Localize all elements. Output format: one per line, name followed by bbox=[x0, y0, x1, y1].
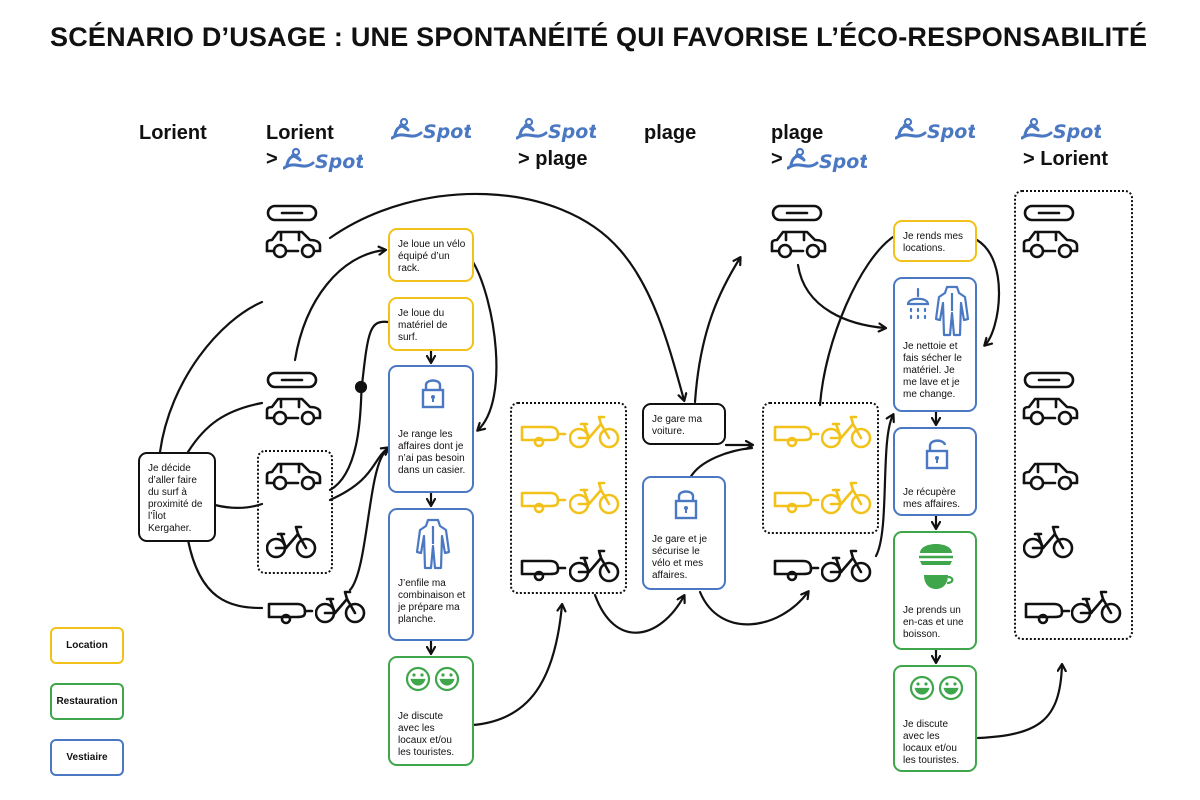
step-text: Je gare et je sécurise le vélo et mes af… bbox=[652, 534, 708, 581]
spot-logo: Spot bbox=[391, 117, 471, 143]
svg-text:Spot: Spot bbox=[927, 121, 975, 143]
svg-text:Spot: Spot bbox=[1053, 121, 1101, 143]
roof-rack-icon bbox=[266, 204, 318, 222]
bike-icon bbox=[569, 549, 620, 583]
step-rent-bike: Je loue un vélo équipé d’un rack. bbox=[388, 228, 474, 282]
step-text: J’enfile ma combinaison et je prépare ma… bbox=[398, 578, 466, 625]
svg-text:Spot: Spot bbox=[423, 121, 471, 143]
lock-icon bbox=[674, 490, 698, 520]
step-retrieve-belongings: Je récupère mes affaires. bbox=[893, 427, 977, 516]
bike-icon bbox=[821, 481, 872, 515]
spot-logo: Spot bbox=[283, 147, 363, 173]
step-park-bike: Je gare et je sécurise le vélo et mes af… bbox=[642, 476, 726, 590]
spot-logo: Spot bbox=[1021, 117, 1101, 143]
car-icon bbox=[1022, 230, 1079, 259]
spot-logo: Spot bbox=[516, 117, 596, 143]
wetsuit-icon bbox=[935, 285, 969, 337]
bike-icon bbox=[315, 590, 366, 624]
trailer-icon bbox=[773, 425, 820, 448]
roof-rack-icon bbox=[1023, 204, 1075, 222]
step-wetsuit: J’enfile ma combinaison et je prépare ma… bbox=[388, 508, 474, 641]
step-text: Je loue un vélo équipé d’un rack. bbox=[398, 239, 466, 274]
column-header-plage-to-spot: plage > bbox=[771, 120, 823, 172]
step-text: Je gare ma voiture. bbox=[652, 414, 703, 437]
svg-text:Spot: Spot bbox=[548, 121, 596, 143]
column-header-line: Lorient bbox=[266, 122, 334, 144]
step-text: Je nettoie et fais sécher le matériel. J… bbox=[903, 341, 962, 400]
option-group-plage-to-spot bbox=[762, 402, 879, 534]
wetsuit-icon bbox=[416, 518, 450, 570]
car-icon bbox=[770, 230, 827, 259]
page-title: SCÉNARIO D’USAGE : UNE SPONTANÉITÉ QUI F… bbox=[50, 22, 1148, 52]
trailer-icon bbox=[520, 425, 567, 448]
car-icon bbox=[1022, 397, 1079, 426]
step-text: Je rends mes locations. bbox=[903, 231, 964, 254]
trailer-icon bbox=[520, 559, 567, 582]
legend-restauration: Restauration bbox=[50, 683, 124, 720]
car-icon bbox=[1022, 462, 1079, 491]
bike-icon bbox=[569, 415, 620, 449]
step-return-rentals: Je rends mes locations. bbox=[893, 220, 977, 262]
column-header-arrow: > bbox=[266, 148, 278, 170]
step-chat-locals: Je discute avec les locaux et/ou les tou… bbox=[388, 656, 474, 766]
step-text: Je discute avec les locaux et/ou les tou… bbox=[398, 711, 455, 758]
option-group-spot-to-lorient bbox=[1014, 190, 1133, 640]
roof-rack-icon bbox=[1023, 371, 1075, 389]
trailer-icon bbox=[773, 491, 820, 514]
step-text: Je décide d’aller faire du surf à proxim… bbox=[148, 463, 203, 534]
bike-icon bbox=[821, 549, 872, 583]
column-header-arrow: > bbox=[771, 148, 783, 170]
trailer-icon bbox=[520, 491, 567, 514]
column-header-plage: plage bbox=[644, 122, 697, 144]
step-text: Je discute avec les locaux et/ou les tou… bbox=[903, 719, 960, 766]
option-group-lorient bbox=[257, 450, 333, 574]
trailer-icon bbox=[1024, 602, 1071, 625]
column-header-spot-to-plage: > plage bbox=[518, 148, 588, 170]
column-header-spot-to-lorient: > Lorient bbox=[1023, 148, 1109, 170]
column-header-lorient-to-spot: Lorient > bbox=[266, 120, 334, 172]
car-icon bbox=[265, 462, 322, 491]
car-icon bbox=[265, 397, 322, 426]
svg-text:Spot: Spot bbox=[819, 151, 867, 173]
step-text: Je loue du matériel de surf. bbox=[398, 308, 448, 343]
step-text: Je prends un en-cas et une boisson. bbox=[903, 605, 964, 640]
trailer-icon bbox=[773, 559, 820, 582]
spot-logo: Spot bbox=[787, 147, 867, 173]
step-snack: Je prends un en-cas et une boisson. bbox=[893, 531, 977, 650]
unlock-icon bbox=[925, 439, 949, 470]
step-park-car: Je gare ma voiture. bbox=[642, 403, 726, 445]
legend-location: Location bbox=[50, 627, 124, 664]
bike-icon bbox=[1023, 525, 1074, 559]
spot-logo: Spot bbox=[895, 117, 975, 143]
step-rent-surf-gear: Je loue du matériel de surf. bbox=[388, 297, 474, 351]
legend-vestiaire: Vestiaire bbox=[50, 739, 124, 776]
step-clean-change: Je nettoie et fais sécher le matériel. J… bbox=[893, 277, 977, 412]
smiley-icon bbox=[909, 675, 964, 701]
step-decide: Je décide d’aller faire du surf à proxim… bbox=[138, 452, 216, 542]
bike-icon bbox=[1071, 590, 1122, 624]
shower-icon bbox=[906, 287, 930, 320]
bike-icon bbox=[821, 415, 872, 449]
column-header-line: plage bbox=[771, 122, 824, 144]
option-group-spot-to-plage bbox=[510, 402, 627, 594]
roof-rack-icon bbox=[771, 204, 823, 222]
trailer-icon bbox=[267, 602, 314, 625]
svg-text:Spot: Spot bbox=[315, 151, 363, 173]
step-chat-locals-2: Je discute avec les locaux et/ou les tou… bbox=[893, 665, 977, 772]
step-text: Je range les affaires dont je n’ai pas b… bbox=[398, 429, 466, 476]
bike-icon bbox=[266, 525, 317, 559]
lock-icon bbox=[421, 379, 445, 409]
step-text: Je récupère mes affaires. bbox=[903, 487, 961, 510]
step-store-belongings: Je range les affaires dont je n’ai pas b… bbox=[388, 365, 474, 493]
column-header-lorient: Lorient bbox=[139, 122, 207, 144]
roof-rack-icon bbox=[266, 371, 318, 389]
sandwich-cup-icon bbox=[919, 544, 954, 589]
smiley-icon bbox=[405, 666, 460, 692]
car-icon bbox=[265, 230, 322, 259]
bike-icon bbox=[569, 481, 620, 515]
